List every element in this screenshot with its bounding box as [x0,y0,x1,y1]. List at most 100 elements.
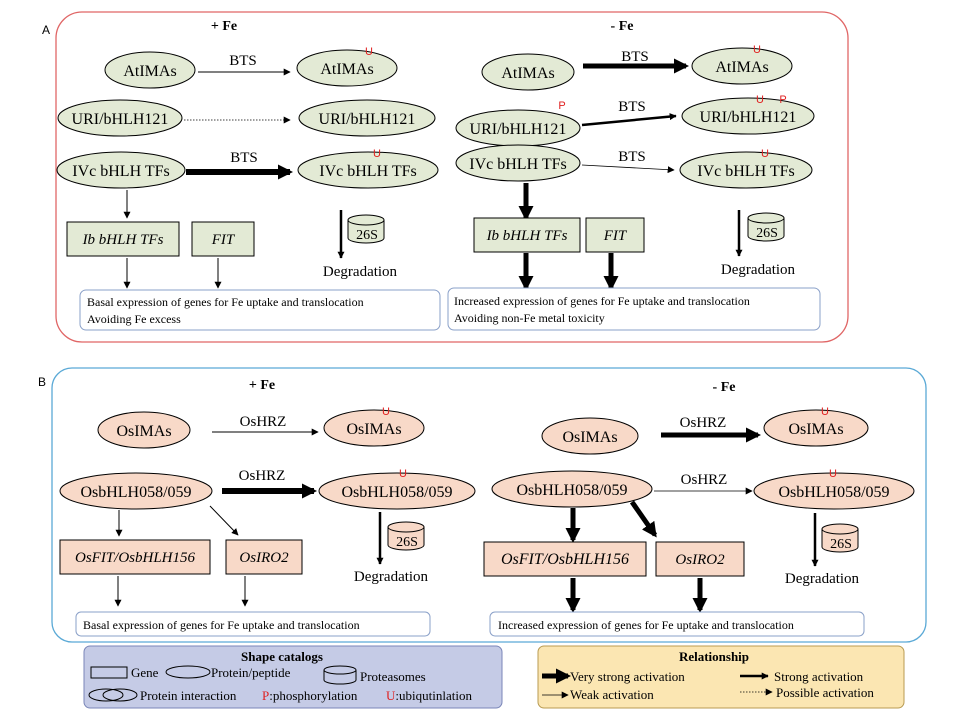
ivc-node [56,151,186,189]
fit-gene-box [191,221,255,257]
ivc-label: IVc bHLH TFs [72,163,169,180]
atimas-node [104,51,196,89]
panel-b-plus-fe-note [75,611,431,637]
note-line-1: Increased expression of genes for Fe upt… [454,294,750,308]
ivc-label: IVc bHLH TFs [469,156,566,173]
osbhlh-label: OsbHLH058/059 [516,482,627,499]
panel-b-minus-fe: - Fe OsIMAs OsIMAs U OsHRZ OsbHLH058/059… [483,380,915,637]
panel-a-border [55,11,849,343]
legend-protein-label: Protein/peptide [211,665,291,680]
legend-shapes-title: Shape catalogs [241,649,323,664]
panel-b-minus-fe-note [489,611,865,637]
uri-node [57,99,183,137]
proteasome-label: 26S [396,535,418,550]
uri-target-label: URI/bHLH121 [319,111,416,128]
osiro2-gene-label: OsIRO2 [675,552,725,568]
proteasome-26s: 26S [347,214,385,244]
legend-gene-label: Gene [131,665,159,680]
legend-proteasomes-label: Proteasomes [360,669,426,684]
proteasome-label: 26S [830,537,852,552]
legend-shapes-box [83,645,503,709]
osimas-node [541,417,639,455]
osfit-gene-box [59,539,211,575]
note-line: Increased expression of genes for Fe upt… [498,618,794,632]
osiro2-gene-label: OsIRO2 [239,550,289,566]
degradation-label: Degradation [354,569,429,585]
panel-a-plus-fe-title: + Fe [211,19,237,34]
ubiquitination-mark: U [756,94,764,106]
bts-label: BTS [229,53,257,69]
legend-phosphorylation: P:phosphorylation [262,688,358,703]
osimas-label: OsIMAs [116,423,171,440]
osbhlh-target-label: OsbHLH058/059 [778,484,889,501]
protein-interaction-shape-sample [88,688,124,702]
osimas-label: OsIMAs [562,429,617,446]
legend-possible-label: Possible activation [776,685,874,700]
proteasome-label: 26S [356,228,378,243]
bts-label: BTS [618,99,646,115]
legend-ubiquitination: U:ubiqutinlation [386,688,472,703]
panel-a-minus-fe-title: - Fe [611,19,634,34]
osfit-gene-box [483,541,647,577]
oshrz-label: OsHRZ [681,472,728,488]
bts-label: BTS [618,149,646,165]
legend-shape-catalogs: Shape catalogs Gene Protein/peptide Prot… [83,645,503,709]
strong-activation-arrow [581,113,677,127]
atimas-target-node [691,47,793,85]
ivc-target-node [679,151,813,189]
panel-a-minus-fe: - Fe AtIMAs AtIMAs U BTS URI/bHLH121 P I… [447,19,821,331]
degradation-label: Degradation [323,264,398,280]
uri-target-node [681,97,815,135]
legend-strong-label: Strong activation [774,669,864,684]
legend-weak-label: Weak activation [570,687,654,702]
panel-b-plus-fe-title: + Fe [249,378,275,393]
ubiquitination-mark: U [761,148,769,160]
note-line-1: Basal expression of genes for Fe uptake … [87,295,364,309]
panel-a-plus-fe-note [79,289,441,331]
osiro2-gene-box [225,539,303,575]
weak-activation-arrow [581,164,675,174]
bts-label: BTS [621,49,649,65]
panel-b: B + Fe OsIMAs OsIMAs U OsHRZ OsbHLH058/0… [38,367,927,643]
ubiquitination-mark: U [382,406,390,418]
note-line-2: Avoiding non-Fe metal toxicity [454,311,605,325]
note-line-2: Avoiding Fe excess [87,312,181,326]
osbhlh-label: OsbHLH058/059 [80,484,191,501]
gene-shape-sample [90,666,128,679]
osbhlh-target-node [318,472,476,510]
uri-label: URI/bHLH121 [72,111,169,128]
oshrz-label: OsHRZ [239,468,286,484]
osimas-target-node [763,409,869,447]
panel-a-label: A [42,23,50,37]
osimas-target-label: OsIMAs [346,421,401,438]
protein-interaction-shape-sample [102,688,138,702]
osbhlh-node [491,470,653,508]
osbhlh-target-label: OsbHLH058/059 [341,484,452,501]
ubiquitination-mark: U [821,406,829,418]
atimas-node [481,53,575,91]
atimas-target-label: AtIMAs [320,61,373,78]
osbhlh-target-node [753,472,915,510]
legend-u-text: :ubiqutinlation [395,688,472,703]
uri-label: URI/bHLH121 [470,121,567,138]
bts-label: BTS [230,150,258,166]
protein-shape-sample [165,665,211,679]
fit-gene-label: FIT [211,232,236,248]
panel-b-label: B [38,375,46,389]
atimas-target-label: AtIMAs [715,59,768,76]
degradation-label: Degradation [721,262,796,278]
phosphorylation-mark: P [779,94,786,106]
ivc-target-label: IVc bHLH TFs [697,163,794,180]
legend-relationship-box [537,645,905,709]
proteasome-shape-sample [323,665,357,685]
ib-gene-label: Ib bHLH TFs [486,228,568,244]
panel-a-minus-fe-note [447,287,821,331]
uri-target-label: URI/bHLH121 [700,109,797,126]
ivc-target-label: IVc bHLH TFs [319,163,416,180]
osfit-gene-label: OsFIT/OsbHLH156 [501,551,629,568]
note-line: Basal expression of genes for Fe uptake … [83,618,360,632]
legend-p-letter: P [262,688,269,703]
proteasome-26s: 26S [821,523,859,553]
proteasome-26s: 26S [387,521,425,551]
ivc-node [455,144,581,182]
